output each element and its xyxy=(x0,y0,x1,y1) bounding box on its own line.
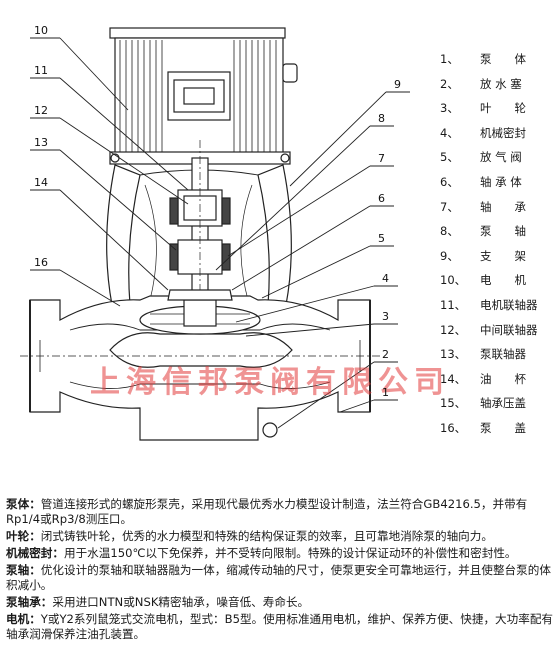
legend-item: 7、 轴 承 xyxy=(440,198,558,223)
description-heading: 泵体： xyxy=(6,497,41,511)
callout-number: 6 xyxy=(378,192,385,205)
description-text: 闭式铸铁叶轮，优秀的水力模型和特殊的结构保证泵的效率，且可靠地消除泵的轴向力。 xyxy=(40,529,493,543)
legend-part-name: 机械密封 xyxy=(480,125,526,140)
description-text: 优化设计的泵轴和联轴器融为一体，缩减传动轴的尺寸，使泵更安全可靠地运行，并且使整… xyxy=(6,563,551,592)
callout-number: 10 xyxy=(34,24,48,37)
callout-number: 12 xyxy=(34,104,48,117)
callout-number: 14 xyxy=(34,176,48,189)
legend-number: 3、 xyxy=(440,101,459,116)
legend-item: 9、 支 架 xyxy=(440,247,558,272)
legend-part-name: 叶 轮 xyxy=(480,101,526,116)
description-heading: 泵轴承： xyxy=(6,595,53,609)
legend-part-name: 泵 体 xyxy=(480,52,526,66)
legend-part-name: 放 水 塞 xyxy=(480,76,522,91)
legend-item: 5、 放 气 阀 xyxy=(440,148,558,173)
callout-number: 16 xyxy=(34,256,48,269)
callout-number: 8 xyxy=(378,112,385,125)
callout-number: 9 xyxy=(394,78,401,91)
legend-item: 13、泵联轴器 xyxy=(440,345,558,370)
description-item: 叶轮：闭式铸铁叶轮，优秀的水力模型和特殊的结构保证泵的效率，且可靠地消除泵的轴向… xyxy=(6,529,556,544)
callout-number: 13 xyxy=(34,136,48,149)
description-item: 泵体：管道连接形式的螺旋形泵壳，采用现代最优秀水力模型设计制造，法兰符合GB42… xyxy=(6,497,556,527)
callout-number: 3 xyxy=(382,310,389,323)
description-item: 泵轴：优化设计的泵轴和联轴器融为一体，缩减传动轴的尺寸，使泵更安全可靠地运行，并… xyxy=(6,563,556,593)
callout-number: 1 xyxy=(382,386,389,399)
description-text: Y或Y2系列鼠笼式交流电机，型式：B5型。使用标准通用电机，维护、保养方便、快捷… xyxy=(6,612,554,641)
legend-part-name: 泵 盖 xyxy=(480,420,526,435)
legend-number: 2、 xyxy=(440,76,459,91)
legend-item: 3、 叶 轮 xyxy=(440,99,558,124)
description-heading: 叶轮： xyxy=(6,529,41,543)
legend-number: 12、 xyxy=(440,322,467,337)
legend-part-name: 轴 承 体 xyxy=(480,174,522,189)
motor-drawing xyxy=(109,27,298,165)
legend-item: 8、 泵 轴 xyxy=(440,222,558,247)
description-text: 管道连接形式的螺旋形泵壳，采用现代最优秀水力模型设计制造，法兰符合GB4216.… xyxy=(6,497,528,526)
description-text: 用于水温150℃以下免保养，并不受转向限制。特殊的设计保证动环的补偿性和密封性。 xyxy=(63,546,517,560)
description-text: 采用进口NTN或NSK精密轴承，噪音低、寿命长。 xyxy=(52,595,310,609)
legend-number: 16、 xyxy=(440,420,467,435)
legend-number: 14、 xyxy=(440,371,467,386)
legend-item: 6、 轴 承 体 xyxy=(440,173,558,198)
legend-item: 10、电 机 xyxy=(440,271,558,296)
leader-lines xyxy=(30,37,410,429)
legend-number: 5、 xyxy=(440,150,459,165)
company-watermark: 上海信邦泵阀有限公司 xyxy=(90,365,450,400)
legend-number: 8、 xyxy=(440,224,459,239)
legend-item: 15、轴承压盖 xyxy=(440,394,558,419)
legend-number: 11、 xyxy=(440,297,467,312)
legend-number: 15、 xyxy=(440,396,467,411)
description-heading: 机械密封： xyxy=(6,546,64,560)
callout-number: 11 xyxy=(34,64,48,77)
pump-cross-section-diagram: 上海信邦泵阀有限公司 10 11 12 13 14 16 9 8 7 6 5 4 3 2 1 xyxy=(20,24,450,441)
legend-part-name: 电机联轴器 xyxy=(480,297,538,312)
legend-number: 1、 xyxy=(440,52,459,66)
callout-number: 5 xyxy=(378,232,385,245)
callout-number: 4 xyxy=(382,272,389,285)
legend-part-name: 泵联轴器 xyxy=(480,347,526,362)
description-heading: 电机： xyxy=(6,612,41,626)
legend-number: 13、 xyxy=(440,347,467,362)
legend-part-name: 放 气 阀 xyxy=(480,150,522,165)
legend-part-name: 中间联轴器 xyxy=(480,322,538,337)
legend-item: 2、 放 水 塞 xyxy=(440,75,558,100)
component-descriptions: 泵体：管道连接形式的螺旋形泵壳，采用现代最优秀水力模型设计制造，法兰符合GB42… xyxy=(6,497,556,644)
description-item: 泵轴承：采用进口NTN或NSK精密轴承，噪音低、寿命长。 xyxy=(6,595,556,610)
description-heading: 泵轴： xyxy=(6,563,41,577)
legend-item: 16、泵 盖 xyxy=(440,419,558,444)
legend-number: 10、 xyxy=(440,273,467,288)
legend-item: 12、中间联轴器 xyxy=(440,321,558,346)
legend-part-name: 电 机 xyxy=(480,273,526,288)
description-item: 机械密封：用于水温150℃以下免保养，并不受转向限制。特殊的设计保证动环的补偿性… xyxy=(6,546,556,561)
legend-number: 4、 xyxy=(440,125,459,140)
legend-number: 6、 xyxy=(440,174,459,189)
legend-number: 7、 xyxy=(440,199,459,214)
callout-number: 2 xyxy=(382,348,389,361)
callout-number: 7 xyxy=(378,152,385,165)
legend-part-name: 轴 承 xyxy=(480,199,526,214)
legend-part-name: 泵 轴 xyxy=(480,224,526,239)
legend-item: 14、油 杯 xyxy=(440,370,558,395)
legend-part-name: 轴承压盖 xyxy=(480,396,526,411)
legend-item: 4、 机械密封 xyxy=(440,124,558,149)
callout-numbers: 10 11 12 13 14 16 9 8 7 6 5 4 3 2 1 xyxy=(34,24,401,399)
description-item: 电机：Y或Y2系列鼠笼式交流电机，型式：B5型。使用标准通用电机，维护、保养方便… xyxy=(6,612,556,642)
legend-number: 9、 xyxy=(440,248,459,263)
legend-part-name: 油 杯 xyxy=(480,371,526,386)
legend-item: 11、电机联轴器 xyxy=(440,296,558,321)
legend-part-name: 支 架 xyxy=(480,248,526,263)
legend-item: 1、 泵 体 xyxy=(440,50,558,75)
